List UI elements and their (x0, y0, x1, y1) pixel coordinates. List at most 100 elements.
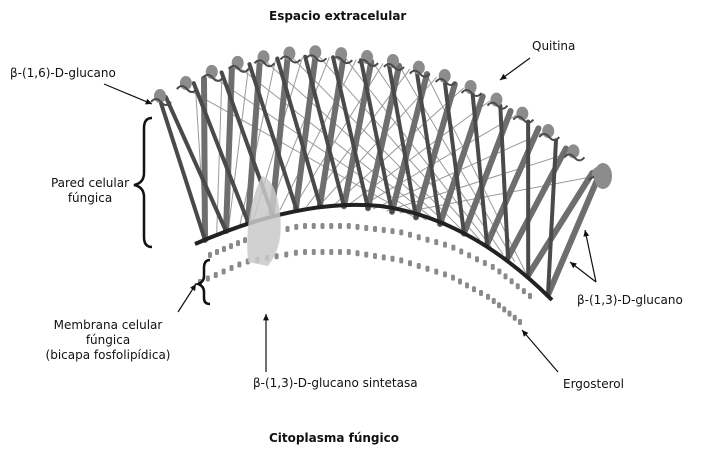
cell-membrane-label-line-2: fúngica (24, 333, 192, 348)
cell-membrane-label-line-1: Membrana celular (24, 318, 192, 333)
cell-membrane-label: Membrana celular fúngica (bicapa fosfoli… (24, 318, 192, 363)
phospholipid (222, 269, 226, 275)
chitin-arrow-head (500, 74, 507, 80)
phospholipid (510, 278, 514, 284)
phospholipid (236, 240, 240, 246)
phospholipid (338, 223, 342, 229)
phospholipid (399, 229, 403, 235)
phospholipid (243, 237, 247, 243)
extracellular-space-label: Espacio extracelular (269, 9, 406, 24)
phospholipid (364, 252, 368, 258)
phospholipid (497, 302, 501, 308)
beta-1-3-glucan-arrow-1-head (583, 230, 589, 237)
glucan-synthase-arrow-head (263, 314, 269, 320)
beta-1-6-glucan-arrow (104, 84, 152, 104)
phospholipid (408, 232, 412, 238)
cell-membrane-label-line-3: (bicapa fosfolipídica) (24, 348, 192, 363)
phospholipid (426, 237, 430, 243)
phospholipid (516, 283, 520, 289)
phospholipid (399, 257, 403, 263)
phospholipid (391, 256, 395, 262)
phospholipid (237, 262, 241, 268)
beta-1-3-glucan-fibers (160, 56, 598, 295)
phospholipid (472, 286, 476, 292)
phospholipid (303, 249, 307, 255)
phospholipid (408, 260, 412, 266)
phospholipid (513, 315, 517, 321)
phospholipid (479, 290, 483, 296)
phospholipid (215, 249, 219, 255)
phospholipid (312, 223, 316, 229)
phospholipid (459, 249, 463, 255)
phospholipid (222, 246, 226, 252)
phospholipid (321, 249, 325, 255)
phospholipid (434, 239, 438, 245)
phospholipid (467, 252, 471, 258)
beta-1-3-glucan-fiber (508, 148, 566, 257)
phospholipid (492, 298, 496, 304)
beta-1-3-glucan-arrow-2-head (570, 262, 577, 268)
phospholipid (443, 271, 447, 277)
phospholipid (518, 319, 522, 325)
phospholipid (286, 226, 290, 232)
beta-1-3-glucan-fiber (204, 79, 205, 240)
phospholipid (303, 223, 307, 229)
phospholipid (321, 223, 325, 229)
phospholipid (391, 228, 395, 234)
phospholipid (508, 311, 512, 317)
phospholipid (356, 250, 360, 256)
membrane-arrow-head (190, 284, 196, 291)
membrane-bracket (198, 260, 210, 304)
phospholipid (347, 249, 351, 255)
phospholipid (364, 225, 368, 231)
phospholipid (443, 242, 447, 248)
chitin-label: Quitina (532, 39, 575, 54)
beta-1-3-glucan-label: β-(1,3)-D-glucano (577, 293, 683, 308)
phospholipid (373, 226, 377, 232)
phospholipid (382, 227, 386, 233)
phospholipid (475, 256, 479, 262)
phospholipid (373, 253, 377, 259)
phospholipid (451, 245, 455, 251)
phospholipid (329, 223, 333, 229)
cell-wall-bracket (134, 118, 152, 247)
fungal-cytoplasm-label: Citoplasma fúngico (269, 431, 399, 446)
beta-1-6-glucan-fiber (426, 74, 526, 273)
phospholipid (451, 275, 455, 281)
cell-wall-label-line-1: Pared celular (44, 176, 136, 191)
phospholipid (284, 252, 288, 258)
cell-wall-label: Pared celular fúngica (44, 176, 136, 206)
cell-wall-label-line-2: fúngica (44, 191, 136, 206)
phospholipid (382, 254, 386, 260)
phospholipid (504, 273, 508, 279)
phospholipid (214, 272, 218, 278)
phospholipid (417, 263, 421, 269)
beta-1-6-glucan-label: β-(1,6)-D-glucano (10, 66, 116, 81)
phospholipid (338, 249, 342, 255)
phospholipid (434, 269, 438, 275)
glucan-synthase-label: β-(1,3)-D-glucano sintetasa (253, 376, 418, 391)
phospholipid (229, 243, 233, 249)
phospholipid (426, 266, 430, 272)
phospholipid (417, 234, 421, 240)
phospholipid (208, 252, 212, 258)
phospholipid (230, 265, 234, 271)
phospholipid (522, 288, 526, 294)
phospholipid (497, 269, 501, 275)
phospholipid (356, 224, 360, 230)
phospholipid (312, 249, 316, 255)
phospholipid (528, 293, 532, 299)
phospholipid (486, 294, 490, 300)
phospholipid (502, 306, 506, 312)
phospholipid (458, 279, 462, 285)
ergosterol-arrow (522, 330, 558, 372)
ergosterol-label: Ergosterol (563, 377, 624, 392)
phospholipid (206, 276, 210, 282)
phospholipid (329, 249, 333, 255)
phospholipid (347, 223, 351, 229)
phospholipid (294, 250, 298, 256)
phospholipid (483, 260, 487, 266)
phospholipid (465, 282, 469, 288)
phospholipid (491, 264, 495, 270)
